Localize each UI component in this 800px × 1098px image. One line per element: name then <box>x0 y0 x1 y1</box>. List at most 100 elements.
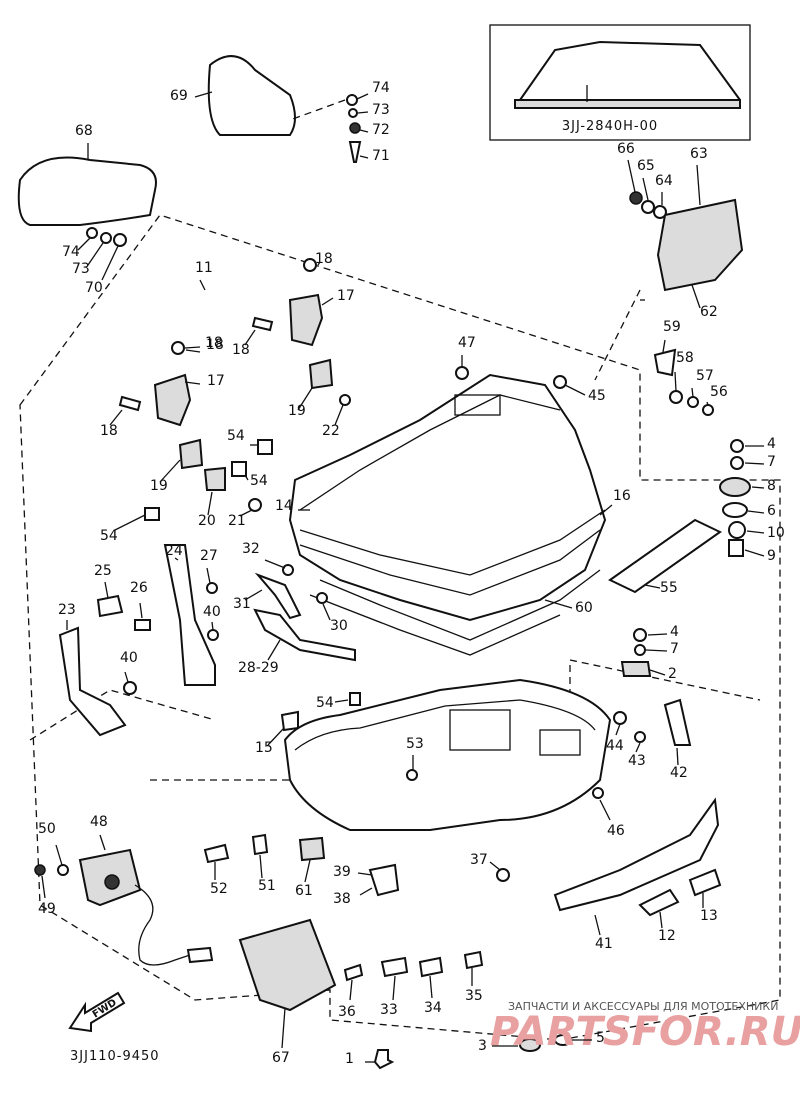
backrest-pad-68 <box>17 156 157 226</box>
callout-57: 57 <box>696 368 714 384</box>
leader-43 <box>635 742 641 753</box>
callout-45: 45 <box>588 388 606 404</box>
leader-9 <box>744 549 765 557</box>
callout-24: 24 <box>165 543 183 559</box>
leader-70 <box>101 245 119 281</box>
leader-40 <box>124 671 129 683</box>
leader-10 <box>746 530 765 534</box>
callout-4: 4 <box>767 436 776 452</box>
leader-41 <box>594 914 601 936</box>
leader-73 <box>357 111 369 114</box>
callout-42: 42 <box>670 765 688 781</box>
leader-46 <box>599 799 611 821</box>
callout-5: 5 <box>596 1030 605 1046</box>
callout-14: 14 <box>275 498 293 514</box>
callout-16: 16 <box>613 488 631 504</box>
callout-46: 46 <box>607 823 625 839</box>
leader-36 <box>349 979 353 1001</box>
leader-18 <box>244 329 256 346</box>
leader-67 <box>281 1007 286 1049</box>
callout-17: 17 <box>207 373 225 389</box>
hinge-outline <box>29 689 216 741</box>
callout-33: 33 <box>380 1002 398 1018</box>
bracket-17-left <box>153 373 192 427</box>
callout-38: 38 <box>333 891 351 907</box>
callout-43: 43 <box>628 753 646 769</box>
callout-74: 74 <box>62 244 80 260</box>
leader-57 <box>691 387 694 398</box>
callout-54: 54 <box>316 695 334 711</box>
leader-7 <box>744 462 765 465</box>
callout-74: 74 <box>372 80 390 96</box>
callout-55: 55 <box>660 580 678 596</box>
bracket-17-upper <box>288 293 324 347</box>
callout-18: 18 <box>232 342 250 358</box>
callout-28-29: 28-29 <box>238 660 279 676</box>
callout-1: 1 <box>345 1051 354 1067</box>
leader-11 <box>199 279 206 291</box>
callout-53: 53 <box>406 736 424 752</box>
leader-12 <box>659 911 663 929</box>
leader-34 <box>429 975 433 999</box>
callout-72: 72 <box>372 122 390 138</box>
leader-49 <box>41 875 46 899</box>
callout-62: 62 <box>700 304 718 320</box>
callout-20: 20 <box>198 513 216 529</box>
leader-33 <box>392 975 396 1001</box>
leader-16 <box>599 504 613 516</box>
leader-54 <box>114 514 146 531</box>
leader-18 <box>184 346 201 349</box>
leader-51 <box>259 854 263 879</box>
callout-23: 23 <box>58 602 76 618</box>
callout-51: 51 <box>258 878 276 894</box>
leader-74 <box>77 237 91 251</box>
callout-67: 67 <box>272 1050 290 1066</box>
callout-2: 2 <box>668 666 677 682</box>
callout-65: 65 <box>637 158 655 174</box>
diagram-code: 3JJ110-9450 <box>70 1049 160 1064</box>
leader-lines <box>41 91 765 1063</box>
leader-56 <box>706 401 709 406</box>
watermark-logo: PARTSFOR.RU <box>490 1009 800 1055</box>
leader-40 <box>211 621 214 631</box>
lock-cover-62 <box>656 198 744 292</box>
leader-8 <box>751 486 765 489</box>
callout-44: 44 <box>606 738 624 754</box>
leader-21 <box>239 509 253 517</box>
callout-3: 3 <box>478 1038 487 1054</box>
inset-box: 3JJ-2840H-00 <box>489 24 751 141</box>
leader-19 <box>297 387 313 411</box>
callout-34: 34 <box>424 1000 442 1016</box>
top-case-lid-14 <box>288 373 607 622</box>
callout-58: 58 <box>676 350 694 366</box>
leader-18 <box>185 349 201 353</box>
inset-code: 3JJ-2840H-00 <box>562 119 658 134</box>
leader-20 <box>207 491 213 516</box>
callout-68: 68 <box>75 123 93 139</box>
callout-48: 48 <box>90 814 108 830</box>
callout-25: 25 <box>94 563 112 579</box>
callout-49: 49 <box>38 901 56 917</box>
callout-15: 15 <box>255 740 273 756</box>
callout-40: 40 <box>203 604 221 620</box>
callout-54: 54 <box>250 473 268 489</box>
leader-2 <box>649 669 666 676</box>
leader-74 <box>356 93 369 100</box>
leader-31 <box>244 589 263 601</box>
leader-69 <box>194 91 213 98</box>
leader-37 <box>489 861 501 871</box>
callout-32: 32 <box>242 541 260 557</box>
callout-63: 63 <box>690 146 708 162</box>
callout-41: 41 <box>595 936 613 952</box>
leader-59 <box>662 339 666 353</box>
callout-36: 36 <box>338 1004 356 1020</box>
callout-70: 70 <box>85 280 103 296</box>
leader-25 <box>104 581 109 599</box>
callout-69: 69 <box>170 88 188 104</box>
callout-64: 64 <box>655 173 673 189</box>
leader-45 <box>564 384 586 396</box>
callout-19: 19 <box>150 478 168 494</box>
callout-12: 12 <box>658 928 676 944</box>
leader-44 <box>615 723 621 736</box>
